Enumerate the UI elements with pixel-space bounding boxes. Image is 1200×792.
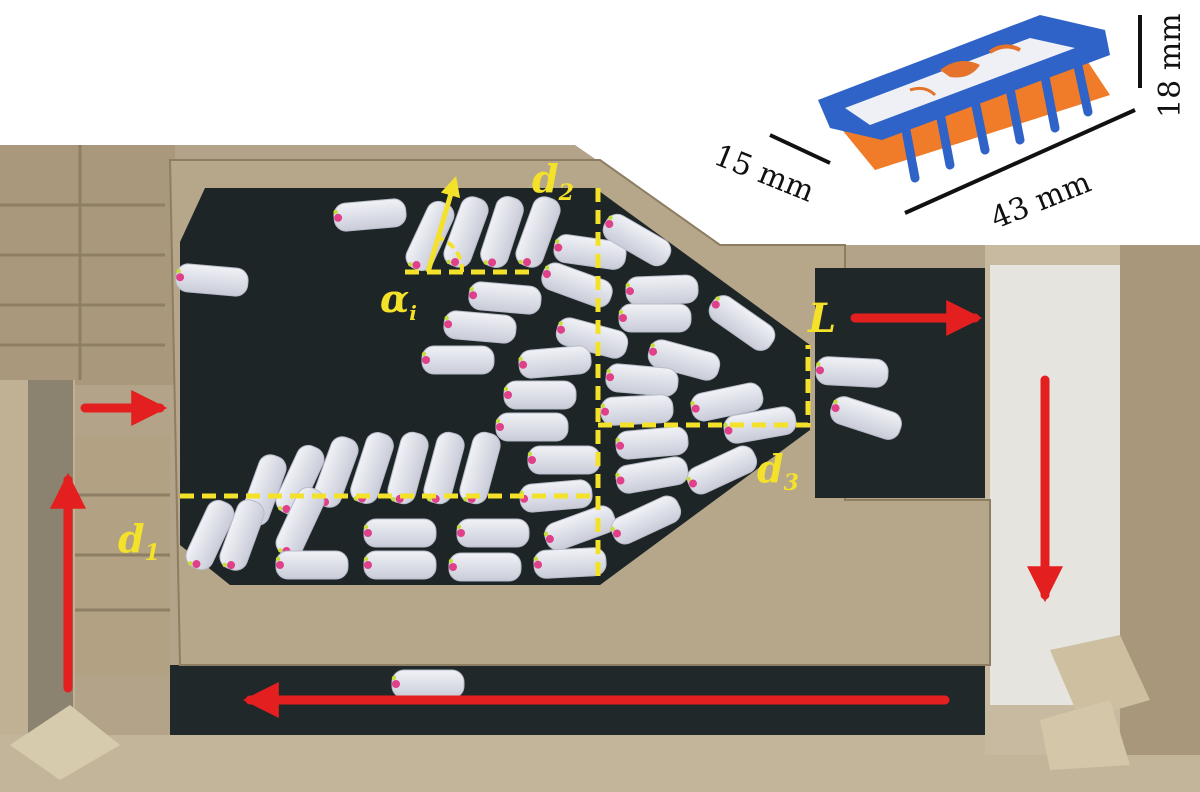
L-label: L (807, 295, 836, 342)
d3-label: d3 (757, 446, 799, 496)
robot-inset: 15 mm 43 mm 18 mm (709, 13, 1188, 236)
dimension-lines (180, 188, 811, 578)
robot-height-label: 18 mm (1153, 13, 1188, 118)
robot-length-label: 43 mm (986, 165, 1096, 237)
flow-arrows (50, 300, 1063, 718)
alpha-label: αi (380, 276, 417, 325)
width-dim-line (769, 133, 831, 165)
length-dim-line (904, 108, 1136, 215)
d2-label: d2 (532, 156, 574, 206)
d1-label: d1 (118, 516, 160, 566)
d3-line (598, 345, 811, 428)
alpha-arrow (425, 176, 465, 273)
